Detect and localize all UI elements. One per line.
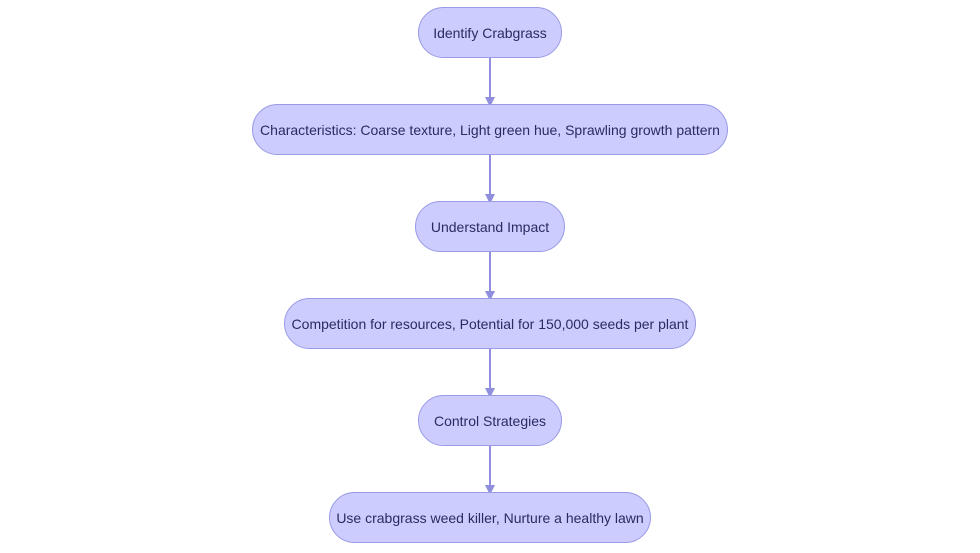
node-characteristics: Characteristics: Coarse texture, Light g…	[252, 104, 728, 155]
node-control-strategies: Control Strategies	[418, 395, 562, 446]
node-understand-impact: Understand Impact	[415, 201, 565, 252]
node-competition: Competition for resources, Potential for…	[284, 298, 696, 349]
node-identify-crabgrass: Identify Crabgrass	[418, 7, 562, 58]
node-use-weed-killer: Use crabgrass weed killer, Nurture a hea…	[329, 492, 651, 543]
